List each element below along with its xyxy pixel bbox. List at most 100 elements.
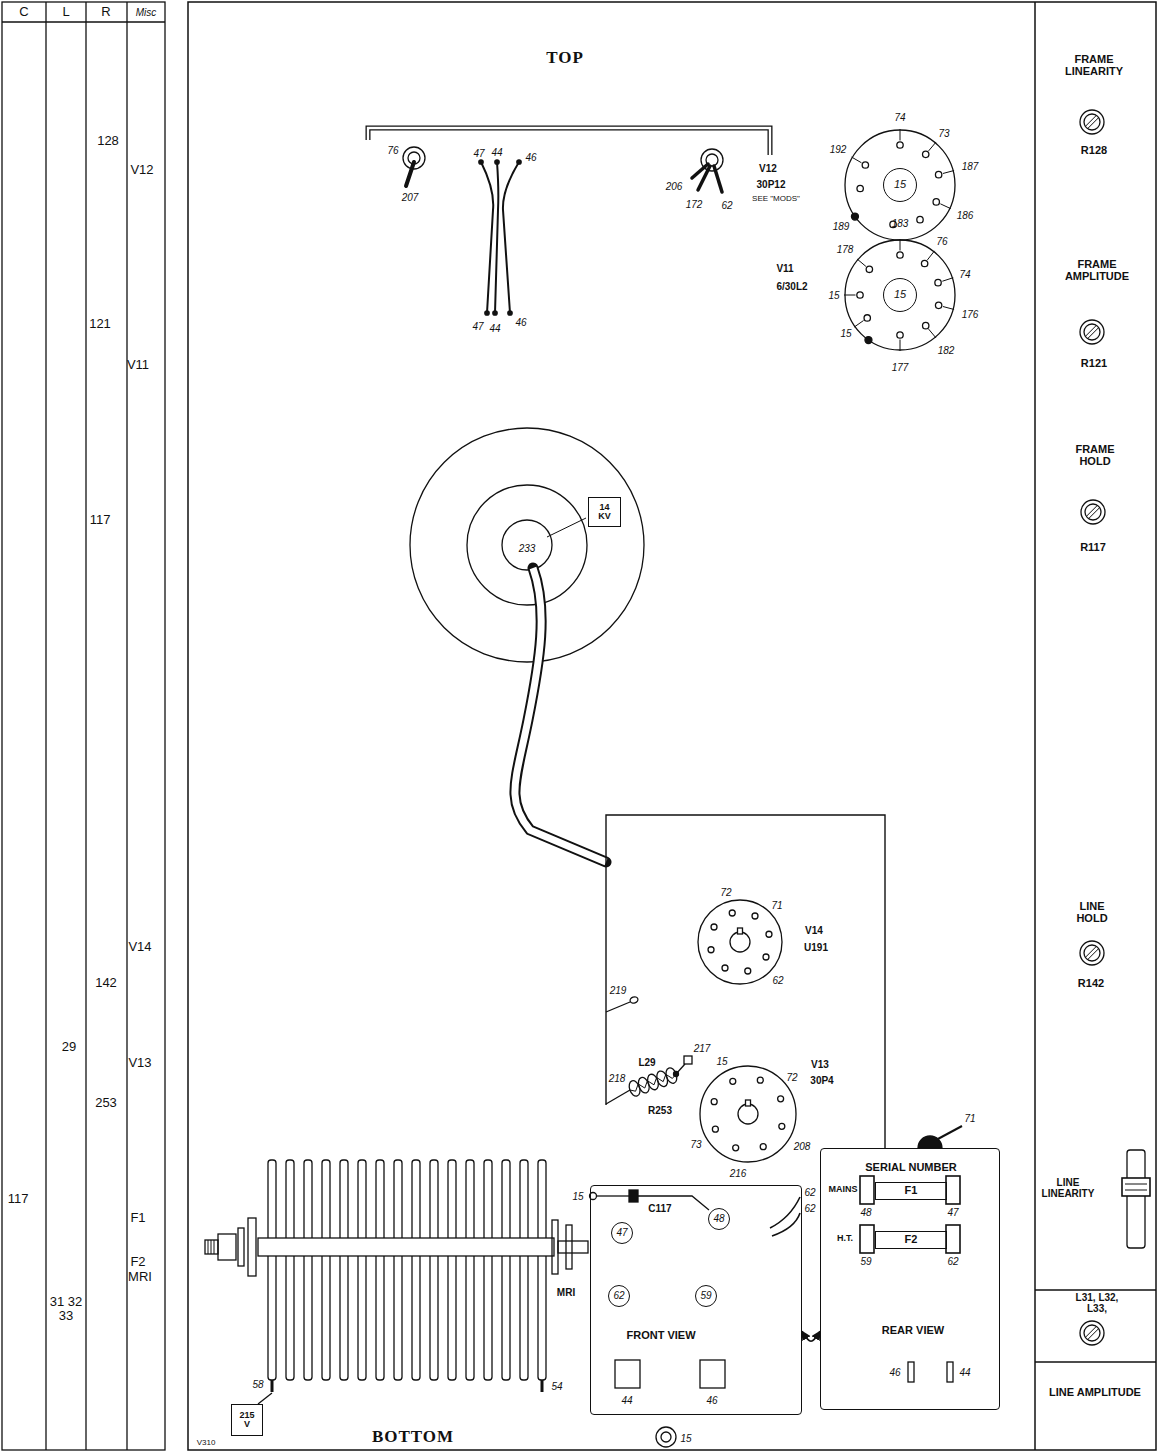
- washer: [238, 1228, 244, 1266]
- wire: [676, 1064, 685, 1074]
- valve-pin: [857, 185, 863, 191]
- spigot-key: [738, 928, 743, 934]
- slider-clamp: [1125, 1190, 1147, 1191]
- valve-pin: [778, 1096, 784, 1102]
- panel-heading: SERIAL NUMBER: [865, 1162, 956, 1174]
- part-label: 121: [89, 317, 111, 331]
- leader-line: [852, 157, 862, 163]
- node-text: F2: [905, 1234, 918, 1246]
- wire-terminal: [629, 996, 639, 1004]
- capacitor-symbol: [629, 1190, 638, 1202]
- valve-pin: [923, 322, 929, 328]
- wire-end: [517, 160, 521, 164]
- screw-slot: [1085, 325, 1096, 336]
- socket-centre: 15: [883, 168, 917, 202]
- rectifier-fin: [538, 1160, 546, 1380]
- rectifier-rod: [258, 1238, 554, 1256]
- callout-number: 206: [666, 181, 683, 192]
- rectifier-fin: [520, 1160, 528, 1380]
- callout-number: 187: [962, 161, 979, 172]
- wire-end: [485, 311, 489, 315]
- control-name: LINE HOLD: [1064, 900, 1120, 924]
- wire: [258, 1393, 272, 1404]
- twisted-wire: [503, 162, 519, 313]
- callout-number: 76: [936, 236, 947, 247]
- valve-pin: [897, 252, 903, 258]
- callout-number: 62: [804, 1203, 815, 1214]
- callout-number: 76: [387, 145, 398, 156]
- control-name: R142: [1078, 977, 1104, 989]
- part-label: 6/30L2: [776, 281, 807, 292]
- preset-control: [1085, 504, 1101, 520]
- bolt-thread: [214, 1240, 215, 1254]
- callout-number: 233: [519, 543, 536, 554]
- callout-number: 44: [491, 147, 502, 158]
- callout-number: 44: [959, 1367, 970, 1378]
- wire: [772, 1213, 800, 1236]
- valve-pin: [757, 1077, 763, 1083]
- callout-number: 177: [892, 362, 909, 373]
- crt-neck-ring: [467, 485, 587, 605]
- rectifier-fin: [502, 1160, 510, 1380]
- rectifier-fin: [376, 1160, 384, 1380]
- callout-number: 44: [489, 323, 500, 334]
- top-cap-lead: [368, 128, 770, 155]
- control-name: L31, L32, L33,: [1066, 1292, 1128, 1314]
- valve-pin: [730, 1078, 736, 1084]
- cap-lead: [698, 166, 710, 190]
- socket-spigot: [738, 1104, 758, 1124]
- sheet-frame: [188, 2, 1156, 1450]
- fuse-clip: [946, 1225, 960, 1253]
- table-rule: [85, 2, 86, 1450]
- valve-pin: [729, 910, 735, 916]
- part-label: L: [62, 5, 69, 19]
- rectifier-fin: [340, 1160, 348, 1380]
- fuse-clip: [946, 1176, 960, 1204]
- callout-number: 15: [572, 1191, 583, 1202]
- washer: [248, 1218, 256, 1276]
- eht-lead-core: [515, 568, 606, 862]
- preset-control: [1084, 114, 1100, 130]
- wire: [606, 1090, 630, 1104]
- bolt-thread: [208, 1240, 209, 1254]
- leader-line: [943, 171, 954, 174]
- callout-number: 189: [833, 221, 850, 232]
- part-label: MAINS: [829, 1185, 858, 1195]
- preset-control: [1084, 1325, 1100, 1341]
- chassis-bracket: [606, 815, 885, 1148]
- valve-pin: [760, 1144, 766, 1150]
- rectifier-fin: [358, 1160, 366, 1380]
- callout-number: 47: [473, 148, 484, 159]
- valve-pin: [897, 142, 903, 148]
- callout-number: 71: [771, 900, 782, 911]
- view-heading: BOTTOM: [372, 1428, 454, 1447]
- wire-end: [508, 311, 512, 315]
- preset-control: [1084, 324, 1100, 340]
- node-text: 14 KV: [596, 503, 614, 522]
- callout-number: 72: [786, 1072, 797, 1083]
- preset-control: [1080, 941, 1104, 965]
- part-label: V11: [776, 263, 793, 274]
- node-text: F1: [905, 1185, 918, 1197]
- fuse-clip: [860, 1176, 874, 1204]
- part-label: V11: [127, 358, 149, 372]
- node-text: 215 V: [237, 1411, 257, 1430]
- callout-number: 46: [889, 1367, 900, 1378]
- callout-number: 217: [694, 1043, 711, 1054]
- screw-slot: [1085, 946, 1096, 957]
- part-label: 117: [8, 1192, 29, 1206]
- fuse-panel: FRONT VIEW47486259: [590, 1185, 802, 1415]
- table-rule: [45, 2, 46, 1450]
- washer: [552, 1220, 558, 1274]
- callout-number: 208: [794, 1141, 811, 1152]
- callout-number: 74: [959, 269, 970, 280]
- part-label: V12: [130, 163, 153, 177]
- twisted-wire: [495, 162, 498, 313]
- rectifier-fin: [304, 1160, 312, 1380]
- valve-socket: [700, 1066, 796, 1162]
- leader-line: [900, 129, 901, 141]
- part-label: 128: [97, 134, 119, 148]
